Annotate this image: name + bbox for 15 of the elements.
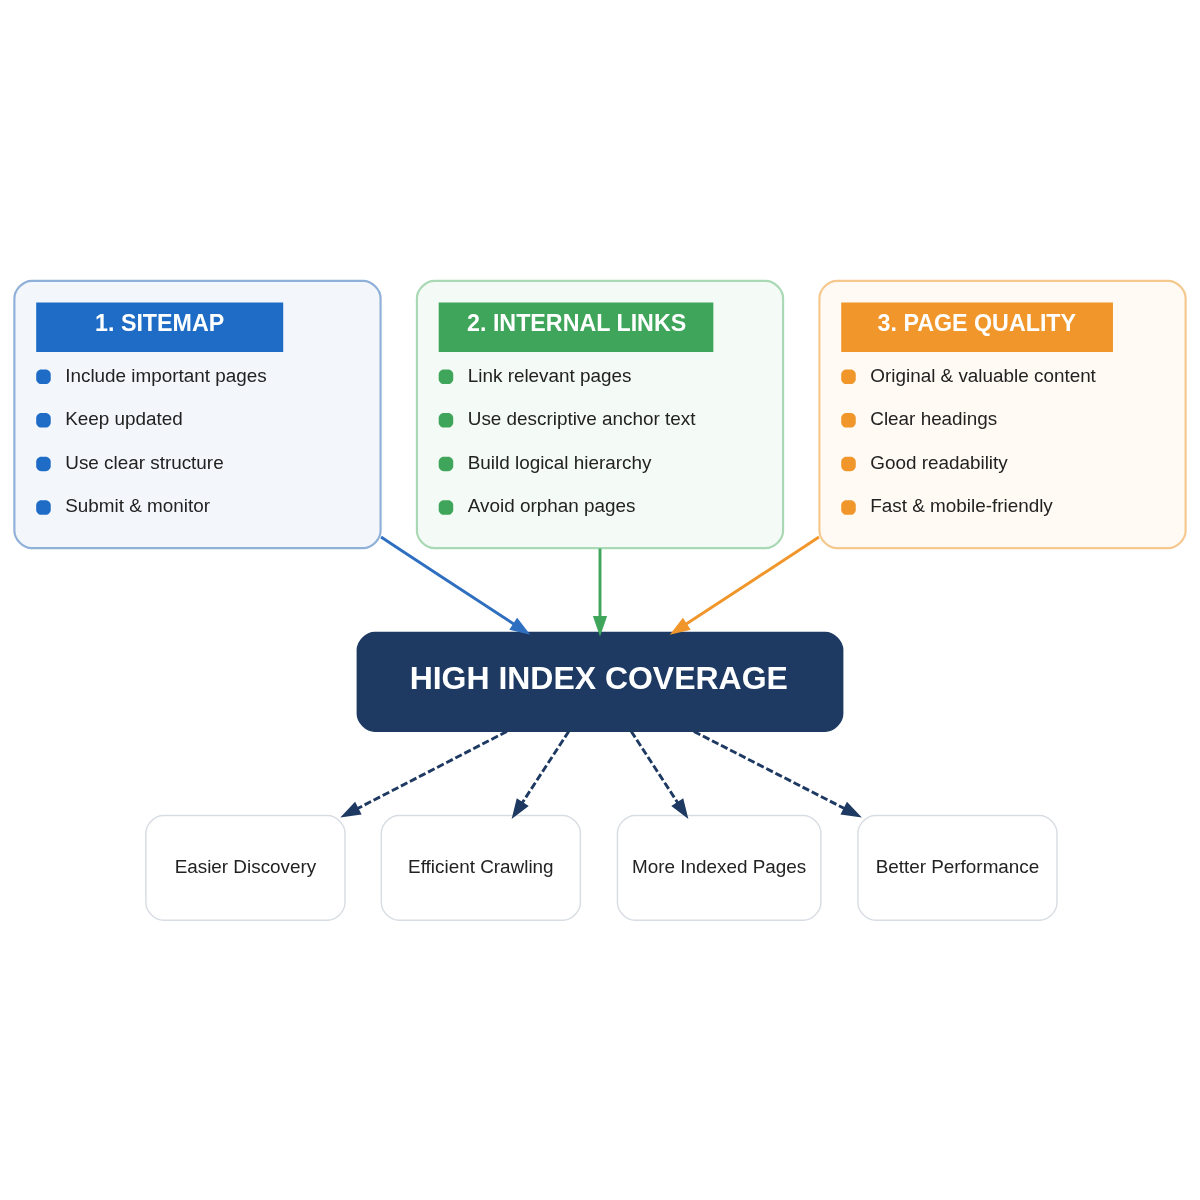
node-box: 3. PAGE QUALITY Original & valuable content Clear headings Good readability Fast & mobile-friendly — [818, 279, 1187, 549]
node-box: Easier Discovery — [145, 814, 346, 921]
node-box: 1. SITEMAP Include important pages Keep updated Use clear structure Submit & monitor — [13, 279, 382, 549]
arrow — [380, 535, 531, 635]
arrow — [669, 535, 820, 635]
arrow — [511, 730, 570, 819]
node-box: 2. INTERNAL LINKS Link relevant pages Use descriptive anchor text Build logical hierarchy Avoid orphan pages — [415, 279, 785, 549]
node-box: Better Performance — [857, 814, 1058, 921]
node-box: More Indexed Pages — [616, 814, 822, 921]
arrow — [693, 729, 862, 817]
arrow — [630, 730, 689, 819]
node-box: HIGH INDEX COVERAGE — [356, 631, 844, 732]
arrow — [340, 729, 508, 817]
arrow — [592, 548, 608, 636]
node-box: Efficient Crawling — [380, 814, 582, 921]
